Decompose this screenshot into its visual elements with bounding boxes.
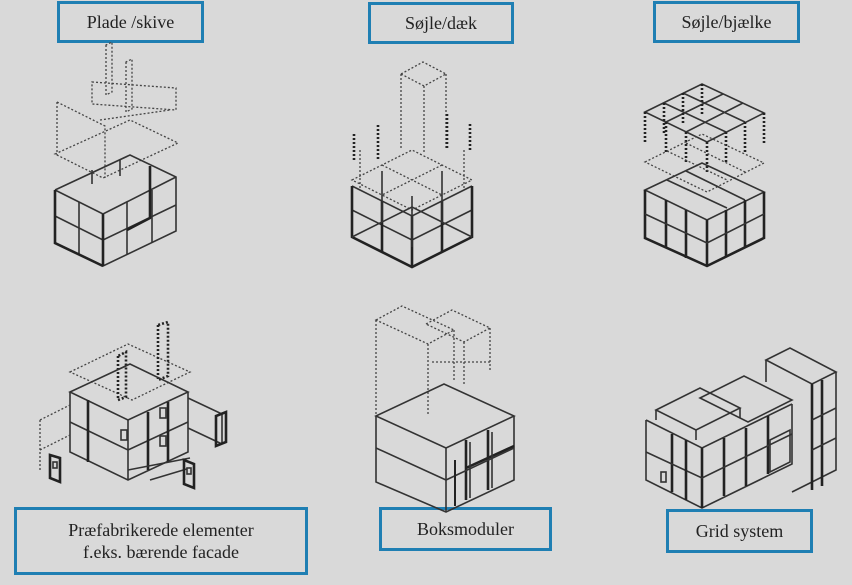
label-column-beam-text: Søjle/bjælke	[681, 12, 772, 32]
label-column-beam: Søjle/bjælke	[653, 1, 800, 43]
label-grid-system-text: Grid system	[695, 521, 784, 541]
box-modules-drawing	[374, 305, 516, 513]
column-beam-drawing	[643, 83, 766, 268]
label-prefab-line2: f.eks. bærende facade	[83, 542, 239, 562]
label-box-modules: Boksmoduler	[379, 507, 552, 551]
label-column-deck: Søjle/dæk	[368, 2, 514, 44]
label-prefab-elements: Præfabrikerede elementer f.eks. bærende …	[14, 507, 308, 575]
label-box-modules-text: Boksmoduler	[417, 519, 514, 539]
column-deck-drawing	[350, 61, 474, 269]
label-plate-wall: Plade /skive	[57, 1, 204, 43]
label-column-deck-text: Søjle/dæk	[404, 13, 477, 33]
plate-wall-drawing	[53, 40, 180, 268]
label-plate-wall-text: Plade /skive	[86, 12, 175, 32]
grid-system-drawing	[645, 347, 838, 509]
label-grid-system: Grid system	[666, 509, 813, 553]
prefab-facade-drawing	[39, 320, 228, 490]
label-prefab-line1: Præfabrikerede elementer	[68, 520, 254, 540]
